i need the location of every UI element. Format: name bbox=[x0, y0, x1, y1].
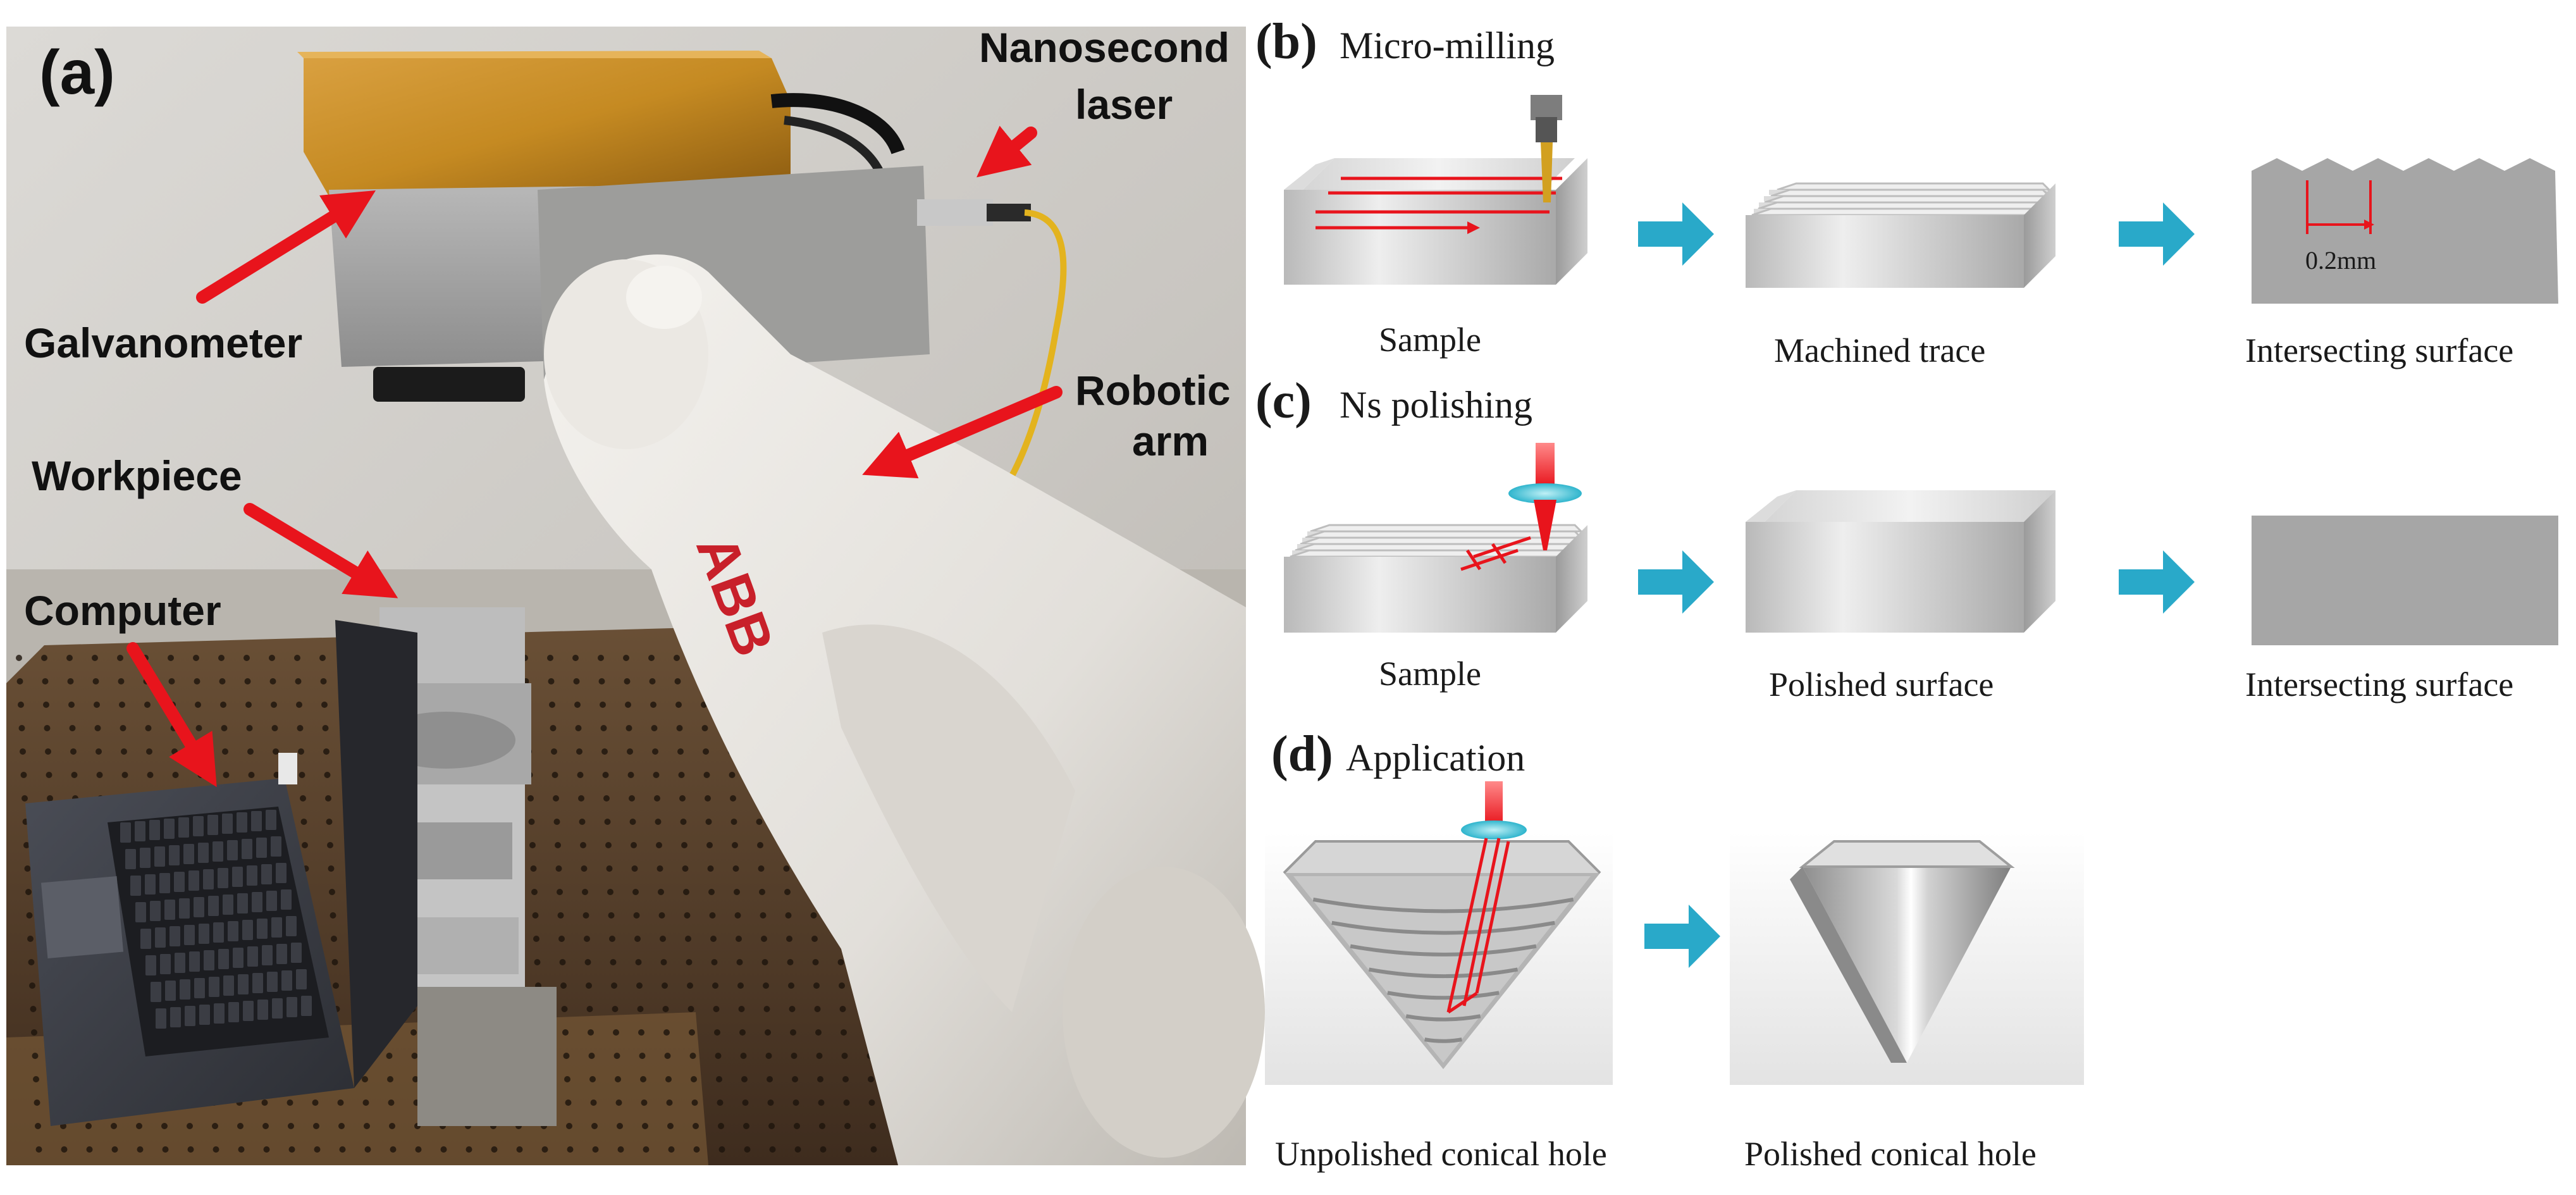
panel-c-label: (c) bbox=[1255, 373, 1312, 429]
label-galvanometer: Galvanometer bbox=[24, 319, 302, 366]
intersecting-surface-c bbox=[2252, 516, 2558, 645]
panel-b-title: Micro-milling bbox=[1340, 25, 1555, 66]
machined-trace-block bbox=[1746, 182, 2055, 288]
label-computer: Computer bbox=[24, 587, 221, 634]
caption-b-intersecting: Intersecting surface bbox=[2245, 331, 2513, 369]
panel-d-title: Application bbox=[1346, 737, 1525, 779]
label-nanosecond: Nanosecond bbox=[979, 24, 1229, 71]
polished-cone bbox=[1730, 832, 2084, 1085]
caption-d-unpolished: Unpolished conical hole bbox=[1275, 1135, 1607, 1173]
laptop-computer bbox=[25, 620, 417, 1126]
caption-c-intersecting: Intersecting surface bbox=[2245, 666, 2513, 703]
panel-d-label: (d) bbox=[1271, 726, 1333, 782]
panel-c-ns-polishing: (c) Ns polishing Sample Polis bbox=[1255, 373, 2558, 703]
focus-lens-c bbox=[1508, 483, 1582, 504]
caption-b-sample: Sample bbox=[1379, 321, 1481, 359]
caption-c-sample: Sample bbox=[1379, 655, 1481, 693]
label-robotic: Robotic bbox=[1075, 367, 1231, 414]
flow-arrow-b1 bbox=[1638, 202, 1714, 266]
flow-arrow-b2 bbox=[2119, 202, 2195, 266]
label-laser: laser bbox=[1075, 81, 1173, 128]
dimension-label: 0.2mm bbox=[2305, 246, 2376, 275]
focus-lens-d bbox=[1461, 820, 1527, 839]
flow-arrow-d bbox=[1644, 905, 1720, 968]
arrow-robotic-arm bbox=[862, 386, 1063, 479]
panel-d-application: (d) Application Unpolished conical h bbox=[1265, 726, 2084, 1173]
label-arm: arm bbox=[1132, 418, 1209, 464]
polished-block bbox=[1746, 490, 2055, 633]
laser-head bbox=[917, 199, 1067, 489]
panel-c-title: Ns polishing bbox=[1340, 384, 1532, 426]
robot-arm: ABB bbox=[544, 254, 1265, 1166]
photo-panel: ABB (a) bbox=[6, 24, 1265, 1166]
caption-c-polished: Polished surface bbox=[1769, 666, 1994, 703]
intersecting-surface-b: 0.2mm bbox=[2252, 158, 2558, 304]
flow-arrow-c1 bbox=[1638, 550, 1714, 614]
unpolished-cone bbox=[1265, 781, 1613, 1085]
sample-block-c bbox=[1284, 443, 1587, 633]
arrow-computer bbox=[126, 642, 217, 788]
panel-b-micro-milling: (b) Micro-milling bbox=[1255, 14, 2558, 369]
arrow-nanosecond-laser bbox=[977, 125, 1037, 178]
callout-arrows bbox=[126, 125, 1063, 788]
arrow-galvanometer bbox=[196, 190, 376, 304]
label-workpiece: Workpiece bbox=[32, 452, 242, 499]
caption-b-machined: Machined trace bbox=[1774, 331, 1985, 369]
flow-arrow-c2 bbox=[2119, 550, 2195, 614]
sample-block-b bbox=[1284, 95, 1587, 285]
panel-b-label: (b) bbox=[1255, 14, 1317, 70]
arrow-workpiece bbox=[243, 503, 398, 598]
panel-a-label: (a) bbox=[39, 37, 115, 107]
caption-d-polished: Polished conical hole bbox=[1744, 1135, 2037, 1173]
